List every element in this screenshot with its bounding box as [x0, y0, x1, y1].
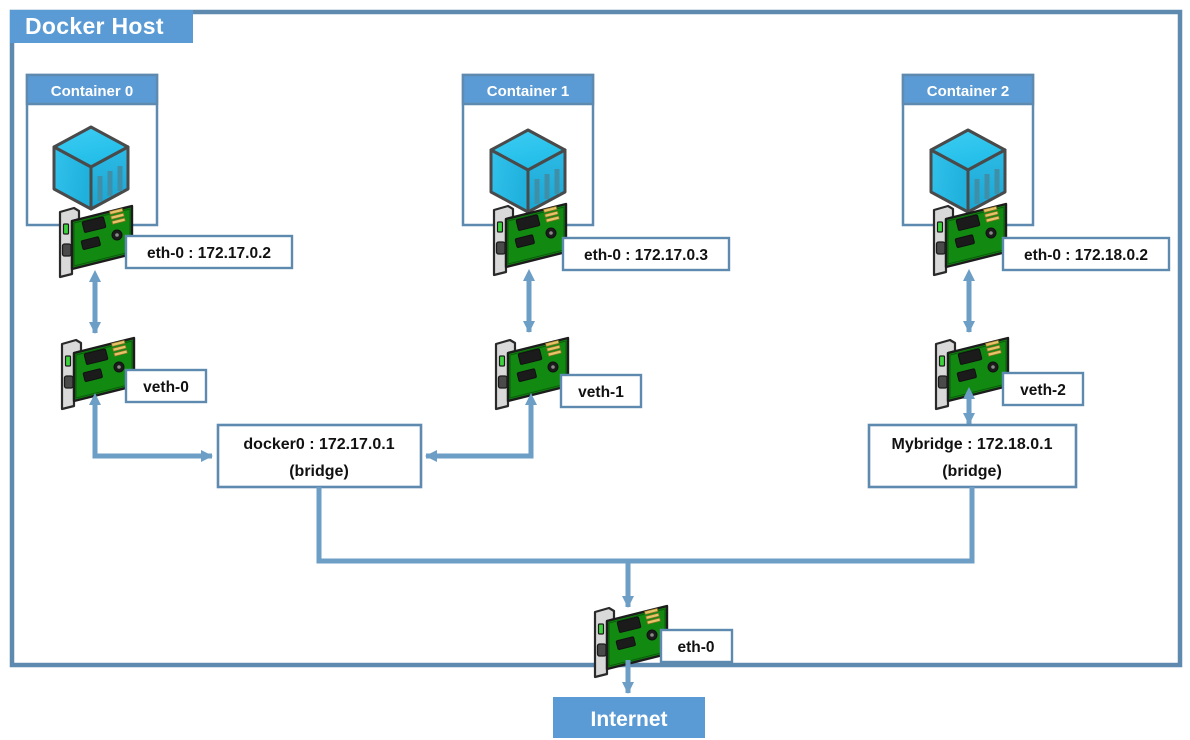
container-1-ip-label-box	[561, 236, 731, 272]
container-2-ip-label: eth-0 : 172.18.0.2	[1024, 247, 1148, 264]
docker-host-title: Docker Host	[25, 13, 164, 39]
container-2-ip-label-box	[1001, 236, 1171, 272]
connector-bridges-to-host-nic	[316, 487, 975, 608]
container-1-group: Container 1 eth-0 : 172.17.0.3	[461, 73, 731, 277]
container-0-header	[25, 73, 159, 106]
container-2-title: Container 2	[927, 83, 1010, 100]
host-eth0-label: eth-0	[677, 639, 714, 656]
internet-label: Internet	[590, 708, 667, 731]
docker-container-cube-icon	[54, 127, 128, 209]
container-2-group: Container 2 eth-0 : 172.18.0.2	[901, 73, 1171, 277]
bridge-docker0-kind: (bridge)	[289, 463, 349, 480]
bridge-mybridge-group: Mybridge : 172.18.0.1 (bridge)	[867, 423, 1078, 489]
container-1-ip-label: eth-0 : 172.17.0.3	[584, 247, 708, 264]
veth-1-group: veth-1	[494, 336, 643, 411]
container-0-title: Container 0	[51, 83, 134, 100]
container-1-header	[461, 73, 595, 106]
bridge-docker0-name: docker0 : 172.17.0.1	[243, 436, 394, 453]
bridge-docker0-box	[216, 423, 423, 489]
host-eth0-label-box	[659, 628, 734, 664]
veth-2-label: veth-2	[1020, 382, 1066, 399]
veth-1-label-box	[559, 373, 643, 409]
container-2-header	[901, 73, 1035, 106]
connector-veth1-to-docker0	[425, 393, 537, 462]
internet-box	[553, 697, 705, 738]
internet-group: Internet	[553, 697, 705, 738]
veth-2-group: veth-2	[934, 336, 1085, 411]
veth-0-label: veth-0	[143, 379, 189, 396]
connector-veth0-to-docker0	[89, 393, 213, 462]
container-1-title: Container 1	[487, 83, 570, 100]
docker-host-title-bar: Docker Host	[10, 10, 193, 43]
container-0-ip-label-box	[124, 234, 294, 270]
container-0-ip-label: eth-0 : 172.17.0.2	[147, 245, 271, 262]
docker-container-cube-icon	[931, 130, 1005, 212]
host-nic-group: eth-0	[593, 604, 734, 679]
container-0-group: Container 0 eth-0 : 172.17.0.2	[25, 73, 294, 279]
veth-1-label: veth-1	[578, 384, 624, 401]
bridge-docker0-group: docker0 : 172.17.0.1 (bridge)	[216, 423, 423, 489]
veth-2-label-box	[1001, 371, 1085, 407]
bridge-mybridge-name: Mybridge : 172.18.0.1	[892, 436, 1053, 453]
docker-container-cube-icon	[491, 130, 565, 212]
bridge-mybridge-kind: (bridge)	[942, 463, 1002, 480]
